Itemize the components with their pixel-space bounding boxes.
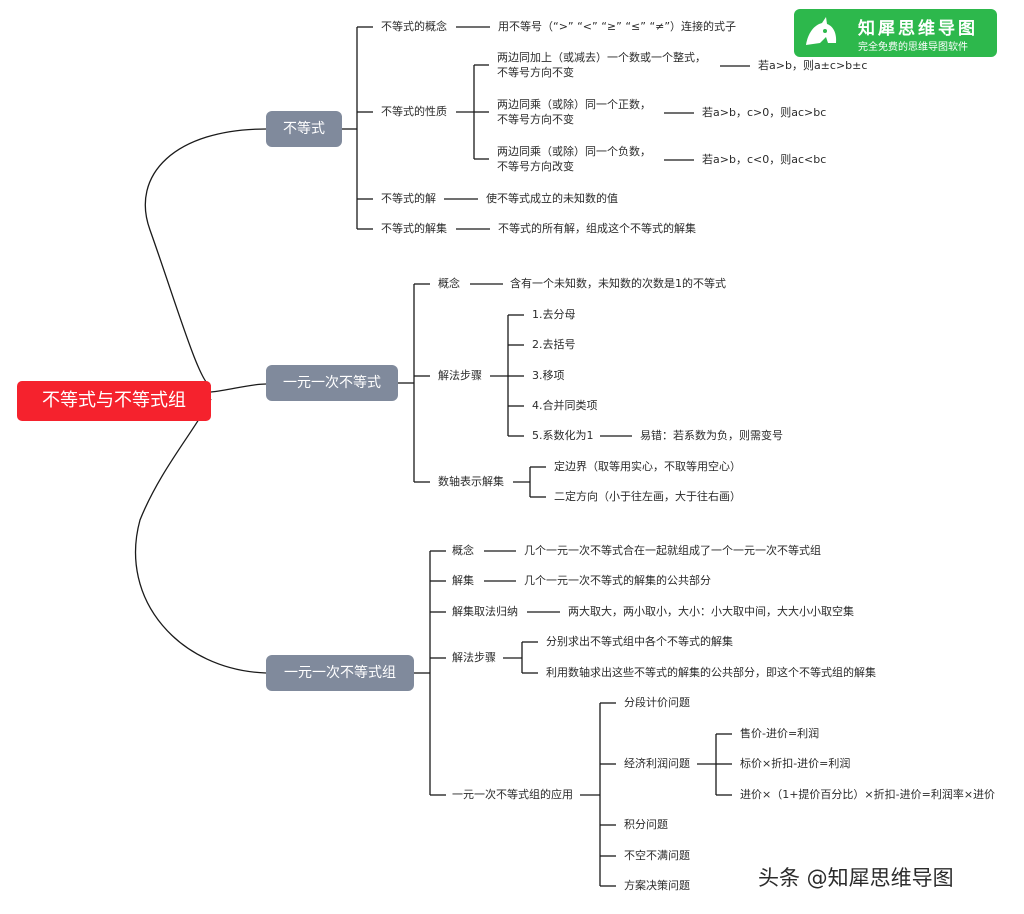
- node-number-line-boundary[interactable]: 定边界（取等用实心，不取等用空心）: [554, 460, 741, 473]
- node-number-line-direction[interactable]: 二定方向（小于往左画，大于往右画）: [554, 490, 741, 503]
- node-linear-step-3[interactable]: 3.移项: [532, 369, 565, 382]
- branch-inequality[interactable]: 不等式: [266, 111, 342, 147]
- brand-title: 知犀思维导图: [858, 19, 978, 39]
- node-ineq-solution-text[interactable]: 使不等式成立的未知数的值: [486, 192, 618, 205]
- node-linear-step-2[interactable]: 2.去括号: [532, 338, 576, 351]
- node-prop-mul-positive-example[interactable]: 若a>b，c>0，则ac>bc: [702, 106, 827, 119]
- node-linear-concept[interactable]: 概念: [438, 277, 460, 290]
- node-system-rule[interactable]: 解集取法归纳: [452, 605, 518, 618]
- node-system-steps[interactable]: 解法步骤: [452, 651, 496, 664]
- node-linear-step-5[interactable]: 5.系数化为1: [532, 429, 594, 442]
- node-profit-formula-2[interactable]: 标价×折扣-进价=利润: [740, 757, 851, 770]
- node-app-profit[interactable]: 经济利润问题: [624, 757, 690, 770]
- node-app-points[interactable]: 积分问题: [624, 818, 668, 831]
- node-system-concept-text[interactable]: 几个一元一次不等式合在一起就组成了一个一元一次不等式组: [524, 544, 821, 557]
- node-system-applications[interactable]: 一元一次不等式组的应用: [452, 788, 573, 801]
- node-app-not-empty-not-full[interactable]: 不空不满问题: [624, 849, 690, 862]
- node-profit-formula-3[interactable]: 进价×（1+提价百分比）×折扣-进价=利润率×进价: [740, 788, 996, 801]
- node-prop-mul-positive[interactable]: 两边同乘（或除）同一个正数， 不等号方向不变: [497, 98, 651, 126]
- node-ineq-solution-set-text[interactable]: 不等式的所有解，组成这个不等式的解集: [498, 222, 696, 235]
- node-system-step-1[interactable]: 分别求出不等式组中各个不等式的解集: [546, 635, 733, 648]
- branch-linear-inequality[interactable]: 一元一次不等式: [266, 365, 398, 401]
- node-linear-steps[interactable]: 解法步骤: [438, 369, 482, 382]
- watermark: 头条 @知犀思维导图: [758, 866, 954, 890]
- brand-subtitle: 完全免费的思维导图软件: [858, 42, 968, 53]
- node-prop-mul-negative[interactable]: 两边同乘（或除）同一个负数， 不等号方向改变: [497, 145, 651, 173]
- node-system-solution-set-text[interactable]: 几个一元一次不等式的解集的公共部分: [524, 574, 711, 587]
- brand-badge: 知犀思维导图 完全免费的思维导图软件: [794, 9, 997, 57]
- node-prop-add-example[interactable]: 若a>b，则a±c>b±c: [758, 59, 868, 72]
- root-topic[interactable]: 不等式与不等式组: [17, 381, 211, 421]
- node-app-decision[interactable]: 方案决策问题: [624, 879, 690, 892]
- node-linear-step-5-note[interactable]: 易错：若系数为负，则需变号: [640, 429, 783, 442]
- node-system-step-2[interactable]: 利用数轴求出这些不等式的解集的公共部分，即这个不等式组的解集: [546, 666, 876, 679]
- rhino-logo-icon: [806, 17, 837, 45]
- node-ineq-concept[interactable]: 不等式的概念: [381, 20, 447, 33]
- node-linear-step-1[interactable]: 1.去分母: [532, 308, 576, 321]
- node-profit-formula-1[interactable]: 售价-进价=利润: [740, 727, 820, 740]
- node-system-solution-set[interactable]: 解集: [452, 574, 474, 587]
- node-linear-step-4[interactable]: 4.合并同类项: [532, 399, 598, 412]
- node-linear-concept-text[interactable]: 含有一个未知数，未知数的次数是1的不等式: [510, 277, 726, 290]
- node-system-concept[interactable]: 概念: [452, 544, 474, 557]
- node-system-rule-text[interactable]: 两大取大，两小取小，大小：小大取中间，大大小小取空集: [568, 605, 854, 618]
- node-prop-mul-negative-example[interactable]: 若a>b，c<0，则ac<bc: [702, 153, 827, 166]
- node-linear-number-line[interactable]: 数轴表示解集: [438, 475, 504, 488]
- node-ineq-solution[interactable]: 不等式的解: [381, 192, 436, 205]
- node-ineq-solution-set[interactable]: 不等式的解集: [381, 222, 447, 235]
- node-app-tiered-pricing[interactable]: 分段计价问题: [624, 696, 690, 709]
- node-ineq-properties[interactable]: 不等式的性质: [381, 105, 447, 118]
- node-ineq-concept-text[interactable]: 用不等号（“>” “<” “≥” “≤” “≠”）连接的式子: [498, 20, 737, 33]
- branch-inequality-system[interactable]: 一元一次不等式组: [266, 655, 414, 691]
- node-prop-add[interactable]: 两边同加上（或减去）一个数或一个整式， 不等号方向不变: [497, 51, 706, 79]
